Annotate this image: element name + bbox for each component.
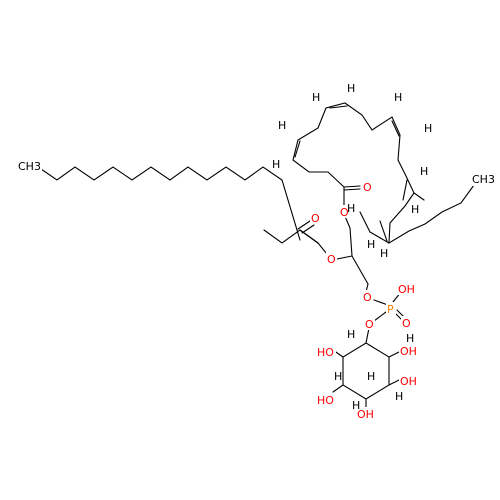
db2: [329, 105, 348, 109]
db3: [391, 120, 400, 137]
o-p-bond: [373, 299, 389, 306]
arachidonoyl-chain: [292, 102, 425, 201]
ester1-co2: [301, 224, 315, 234]
ester2-link-o: O: [340, 206, 349, 219]
bonds: [37, 102, 489, 410]
phosphate-link-o: O: [363, 291, 372, 304]
phosphate-oh: OH: [398, 283, 415, 296]
atom-labels: CH3 CH3 O O O O O P OH O O HO OH OH OH H…: [16, 82, 496, 421]
ring-oh-1-label: HO: [317, 346, 334, 359]
inositol-link-o: O: [365, 318, 374, 331]
ester1-glycerol: [336, 255, 353, 260]
ester1-oc: [317, 242, 328, 255]
h-vinyl-6: H: [424, 122, 432, 135]
db5: [379, 220, 388, 242]
db1: [294, 140, 301, 158]
h-ring-5: H: [352, 399, 360, 412]
h-ring-6: H: [334, 370, 342, 383]
h-vinyl-5: H: [394, 91, 402, 104]
ester1-co: [297, 220, 311, 230]
h-ring-1: H: [347, 328, 355, 341]
ring-oh3: [388, 379, 400, 386]
ch3-label-left: CH3: [18, 160, 41, 173]
phosphorus-atom: P: [387, 303, 394, 316]
h-ring-3: H: [367, 370, 375, 383]
h-ring-2: H: [406, 332, 414, 345]
ring-oh-2-label: OH: [400, 345, 417, 358]
ester1-link-o: O: [327, 253, 336, 266]
palmitoyl-chain: [37, 166, 301, 241]
h-vinyl-1: H: [278, 119, 286, 132]
phosphate-double-o: O: [402, 317, 411, 330]
ring-oh-5-label: HO: [317, 394, 334, 407]
glycerol-c3: [351, 255, 369, 285]
h-vinyl-7: H: [420, 165, 428, 178]
ring-oh5: [332, 384, 344, 393]
db4: [402, 179, 408, 201]
h-vinyl-3: H: [312, 91, 320, 104]
arachidonoyl-chain2: [388, 179, 489, 245]
ch3-label-right: CH3: [472, 173, 495, 186]
h-chiral: H: [367, 238, 375, 251]
h-vinyl-2: H: [272, 158, 280, 171]
ring-oh2: [388, 351, 400, 358]
p-o-dbl2: [396, 309, 405, 318]
ring-oh-3-label: OH: [400, 375, 417, 388]
h-ring-4: H: [395, 390, 403, 403]
ester2-co: [343, 185, 361, 188]
h-vinyl-8: H: [411, 203, 419, 216]
ester2-co2: [343, 188, 361, 191]
inositol-ring: [342, 342, 390, 400]
ester2-carbonyl-o: O: [363, 181, 372, 194]
chain-end: [369, 231, 390, 244]
ester1-carbonyl-o: O: [311, 212, 320, 225]
o-ring-bond: [365, 327, 370, 344]
glycerol-c1: [349, 227, 353, 257]
p-o-link: [373, 311, 387, 322]
h-vinyl-10: H: [380, 247, 388, 260]
chain-end2: [359, 211, 371, 233]
h-vinyl-4: H: [347, 82, 355, 95]
h-vinyl-9: H: [347, 202, 355, 215]
ring-oh-4-label: OH: [357, 408, 374, 421]
